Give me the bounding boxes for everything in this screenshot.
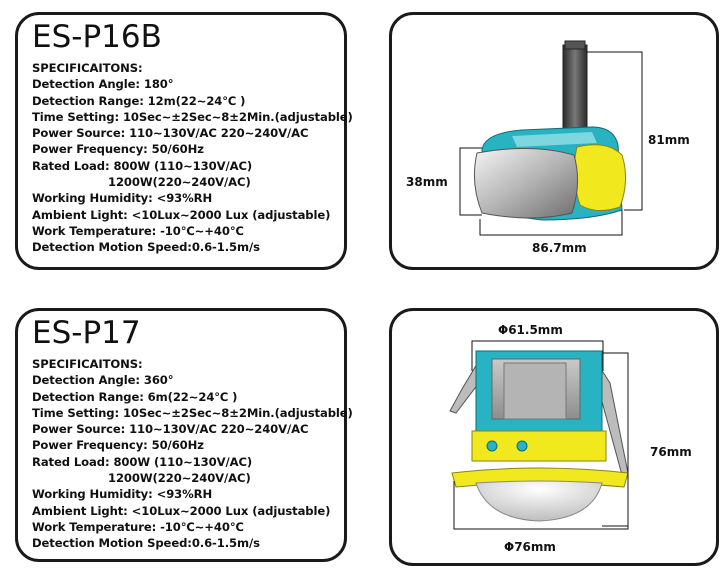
spec-power-frequency: Power Frequency: 50/60Hz [32,438,204,453]
es-p17-image-panel: Φ61.5mm 76mm Φ76mm [389,308,719,566]
dim-top-diameter-label: Φ61.5mm [498,323,563,337]
spec-heading: SPECIFICAITONS: [32,61,143,75]
es-p17-spec-panel: ES-P17 SPECIFICAITONS: Detection Angle: … [15,308,353,562]
model-title: ES-P16B [32,19,162,55]
spec-work-temperature: Work Temperature: -10℃~+40℃ [32,223,244,238]
spec-motion-speed: Detection Motion Speed:0.6-1.5m/s [32,240,260,255]
dim-width-label: 86.7mm [532,241,587,255]
spec-ambient-light: Ambient Light: <10Lux~2000 Lux (adjustab… [32,207,331,222]
spec-humidity: Working Humidity: <93%RH [32,487,213,502]
spec-detection-angle: Detection Angle: 360° [32,373,174,388]
spec-detection-range: Detection Range: 12m(22~24℃ ) [32,93,246,108]
spec-power-source: Power Source: 110~130V/AC 220~240V/AC [32,126,309,141]
spec-power-source: Power Source: 110~130V/AC 220~240V/AC [32,422,309,437]
spec-rated-load-2: 1200W(220~240V/AC) [108,175,251,190]
dim-height-label: 76mm [650,445,692,459]
spec-time-setting: Time Setting: 10Sec~±2Sec~8±2Min.(adjust… [32,405,353,420]
model-title: ES-P17 [32,315,141,351]
spec-heading: SPECIFICAITONS: [32,357,143,371]
dim-bottom-diameter-label: Φ76mm [504,540,556,554]
spec-list: SPECIFICAITONS: Detection Angle: 180° De… [32,60,353,256]
spec-motion-speed: Detection Motion Speed:0.6-1.5m/s [32,536,260,551]
spec-detection-range: Detection Range: 6m(22~24℃ ) [32,389,238,404]
spec-list: SPECIFICAITONS: Detection Angle: 360° De… [32,356,353,552]
spec-power-frequency: Power Frequency: 50/60Hz [32,142,204,157]
dim-side-label: 38mm [406,175,448,189]
es-p16b-image-panel: 81mm 38mm 86.7mm [389,12,719,270]
es-p16b-spec-panel: ES-P16B SPECIFICAITONS: Detection Angle:… [15,12,353,270]
dim-height-label: 81mm [648,133,690,147]
es-p17-sensor-drawing [449,340,629,530]
spec-time-setting: Time Setting: 10Sec~±2Sec~8±2Min.(adjust… [32,109,353,124]
spec-detection-angle: Detection Angle: 180° [32,77,174,92]
spec-work-temperature: Work Temperature: -10℃~+40℃ [32,519,244,534]
spec-ambient-light: Ambient Light: <10Lux~2000 Lux (adjustab… [32,503,331,518]
spec-rated-load: Rated Load: 800W (110~130V/AC) [32,454,253,469]
spec-humidity: Working Humidity: <93%RH [32,191,213,206]
spec-rated-load: Rated Load: 800W (110~130V/AC) [32,158,253,173]
es-p16b-sensor-drawing [459,40,643,236]
spec-rated-load-2: 1200W(220~240V/AC) [108,471,251,486]
